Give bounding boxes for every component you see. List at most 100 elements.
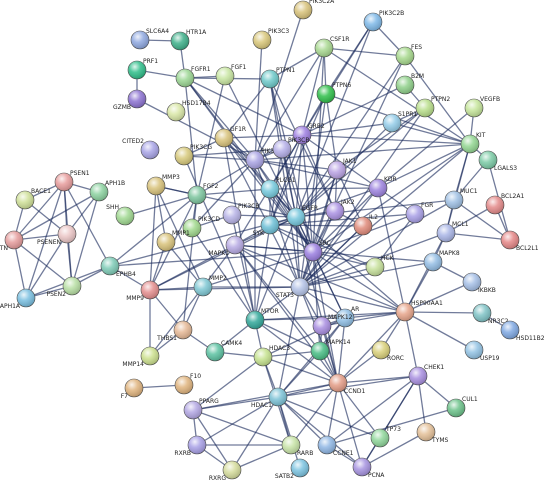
node-label: IL2 xyxy=(369,214,378,221)
node-hsd11b2[interactable]: HSD11B2 xyxy=(500,320,545,342)
edge-mmp1-mmp3 xyxy=(155,185,167,243)
node-pparg[interactable]: PPARG xyxy=(183,398,219,420)
node-bcl2a1[interactable]: BCL2A1 xyxy=(485,193,524,215)
node-pik3cd[interactable]: PIK3CD xyxy=(182,216,220,238)
node-hsd17b4[interactable]: HSD17B4 xyxy=(166,100,211,122)
node-vegfb[interactable]: VEGFB xyxy=(464,96,500,118)
node-mmp14[interactable]: MMP14 xyxy=(122,346,160,368)
node-tp73[interactable]: TP73 xyxy=(370,426,401,448)
node-plcg1[interactable]: PLCG1 xyxy=(260,177,296,199)
node-pik3c2a[interactable]: PIK3C2A xyxy=(293,0,335,20)
node-label: HDAC1 xyxy=(251,402,272,409)
node-egfr[interactable]: EGFR xyxy=(286,205,318,227)
node-highlight xyxy=(447,399,465,417)
node-psen1[interactable]: PSEN1 xyxy=(54,170,90,192)
node-mmp1[interactable]: MMP1 xyxy=(156,230,190,252)
node-gzmb[interactable]: GZMB xyxy=(113,89,147,111)
node-label: PIK3CD xyxy=(198,216,220,223)
node-ccne1[interactable]: CCNE1 xyxy=(317,435,354,457)
node-shh[interactable]: SHH xyxy=(106,204,135,226)
node-prf1[interactable]: PRF1 xyxy=(127,58,158,80)
node-muc1[interactable]: MUC1 xyxy=(444,188,478,210)
node-stat3[interactable]: STAT3 xyxy=(276,277,310,299)
node-chek1[interactable]: CHEK1 xyxy=(408,364,444,386)
node-mapk14[interactable]: MAPK14 xyxy=(310,339,351,361)
node-s1pr1[interactable]: S1PR1 xyxy=(382,111,417,133)
node-pik3cb2[interactable]: PIK3CB xyxy=(222,203,259,225)
node-fgf1[interactable]: FGF1 xyxy=(215,64,247,86)
node-fgf2[interactable]: FGF2 xyxy=(187,183,219,205)
node-lgals3[interactable]: LGALS3 xyxy=(478,150,517,172)
node-f10[interactable]: F10 xyxy=(174,373,201,395)
node-src[interactable]: SRC xyxy=(303,240,331,262)
node-cited2[interactable]: CITED2 xyxy=(122,138,160,160)
node-psenen[interactable]: PSENEN xyxy=(37,224,77,246)
node-jak1[interactable]: JAK1 xyxy=(327,158,357,180)
node-kit[interactable]: KIT xyxy=(460,132,486,154)
node-hdac3[interactable]: HDAC3 xyxy=(253,345,290,367)
node-pik3c2b[interactable]: PIK3C2B xyxy=(363,10,404,32)
node-highlight xyxy=(253,31,271,49)
node-mapk1[interactable]: MAPK1 xyxy=(208,235,245,257)
node-aph1b[interactable]: APH1B xyxy=(89,180,125,202)
node-il2[interactable]: IL2 xyxy=(353,214,378,236)
node-label: MAPK8 xyxy=(439,250,460,257)
node-f7[interactable]: F7 xyxy=(121,378,144,400)
node-camk4[interactable]: CAMK4 xyxy=(205,340,242,362)
node-rorc[interactable]: RORC xyxy=(371,340,404,362)
node-aph1a[interactable]: APH1A xyxy=(0,288,36,310)
node-csf1r[interactable]: CSF1R xyxy=(314,36,349,58)
node-ephb4[interactable]: EPHB4 xyxy=(100,256,136,278)
node-ptpn1[interactable]: PTPN1 xyxy=(260,67,295,89)
node-pik3cb[interactable]: PIK3CB xyxy=(272,137,309,159)
node-mapk12[interactable]: MAPK12 xyxy=(312,314,353,336)
node-ncstn[interactable]: NCSTN xyxy=(0,230,24,252)
node-mmp3[interactable]: MMP3 xyxy=(146,174,180,196)
node-htr1a[interactable]: HTR1A xyxy=(170,29,207,51)
node-jak2[interactable]: JAK2 xyxy=(325,199,355,221)
node-pcna[interactable]: PCNA xyxy=(352,457,385,479)
node-ptpn2[interactable]: PTPN2 xyxy=(415,96,450,118)
node-hsp90aa1[interactable]: HSP90AA1 xyxy=(395,300,443,322)
node-highlight xyxy=(167,103,185,121)
node-rxrg[interactable]: RXRG xyxy=(209,460,242,482)
node-ar[interactable]: AR xyxy=(335,306,359,328)
node-psen2[interactable]: PSEN2 xyxy=(46,276,82,298)
node-gf1r[interactable]: GF1R xyxy=(214,126,246,148)
node-tyms[interactable]: TYMS xyxy=(416,422,449,444)
node-pik3c3[interactable]: PIK3C3 xyxy=(252,28,289,50)
node-mcl1[interactable]: MCL1 xyxy=(436,221,469,243)
node-mapk8[interactable]: MAPK8 xyxy=(423,250,460,272)
node-slc6a4[interactable]: SLC6A4 xyxy=(130,28,169,50)
node-b2m[interactable]: B2M xyxy=(395,73,424,95)
node-mmp9[interactable]: MMP9 xyxy=(126,280,160,302)
node-mmp2[interactable]: MMP2 xyxy=(193,275,227,297)
node-mtor[interactable]: MTOR xyxy=(245,308,279,330)
node-grb2[interactable]: GRB2 xyxy=(292,123,325,145)
node-ccnd1[interactable]: CCND1 xyxy=(328,373,365,395)
node-hck[interactable]: HCK xyxy=(365,255,395,277)
node-usp19[interactable]: USP19 xyxy=(464,340,500,362)
edge-pik3cb-egfr xyxy=(281,148,297,218)
node-highlight xyxy=(326,202,344,220)
edge-grb2-s1pr1 xyxy=(301,122,393,136)
node-kdr[interactable]: KDR xyxy=(368,176,397,198)
node-syk[interactable]: SYK xyxy=(253,215,280,237)
node-pik3ca[interactable]: PIK3CA xyxy=(245,148,283,170)
node-fgr[interactable]: FGR xyxy=(405,202,433,224)
node-nr3c2[interactable]: NR3C2 xyxy=(472,303,509,325)
node-hdac1[interactable]: HDAC1 xyxy=(251,387,288,409)
node-bcl2l1[interactable]: BCL2L1 xyxy=(500,230,539,252)
node-ikbkb[interactable]: IKBKB xyxy=(462,272,496,294)
node-ptpn6[interactable]: PTPN6 xyxy=(316,82,351,104)
node-fgfr1[interactable]: FGFR1 xyxy=(175,66,211,88)
node-cul1[interactable]: CUL1 xyxy=(446,396,478,418)
node-bace1[interactable]: BACE1 xyxy=(15,188,51,210)
node-pik3cg[interactable]: PIK3CG xyxy=(174,144,212,166)
node-fes[interactable]: FES xyxy=(395,44,422,66)
node-rarb[interactable]: RARB xyxy=(281,435,313,457)
node-satb2[interactable]: SATB2 xyxy=(275,458,310,480)
node-thbs1[interactable]: THBS1 xyxy=(156,320,193,342)
node-rxrb[interactable]: RXRB xyxy=(174,435,207,457)
